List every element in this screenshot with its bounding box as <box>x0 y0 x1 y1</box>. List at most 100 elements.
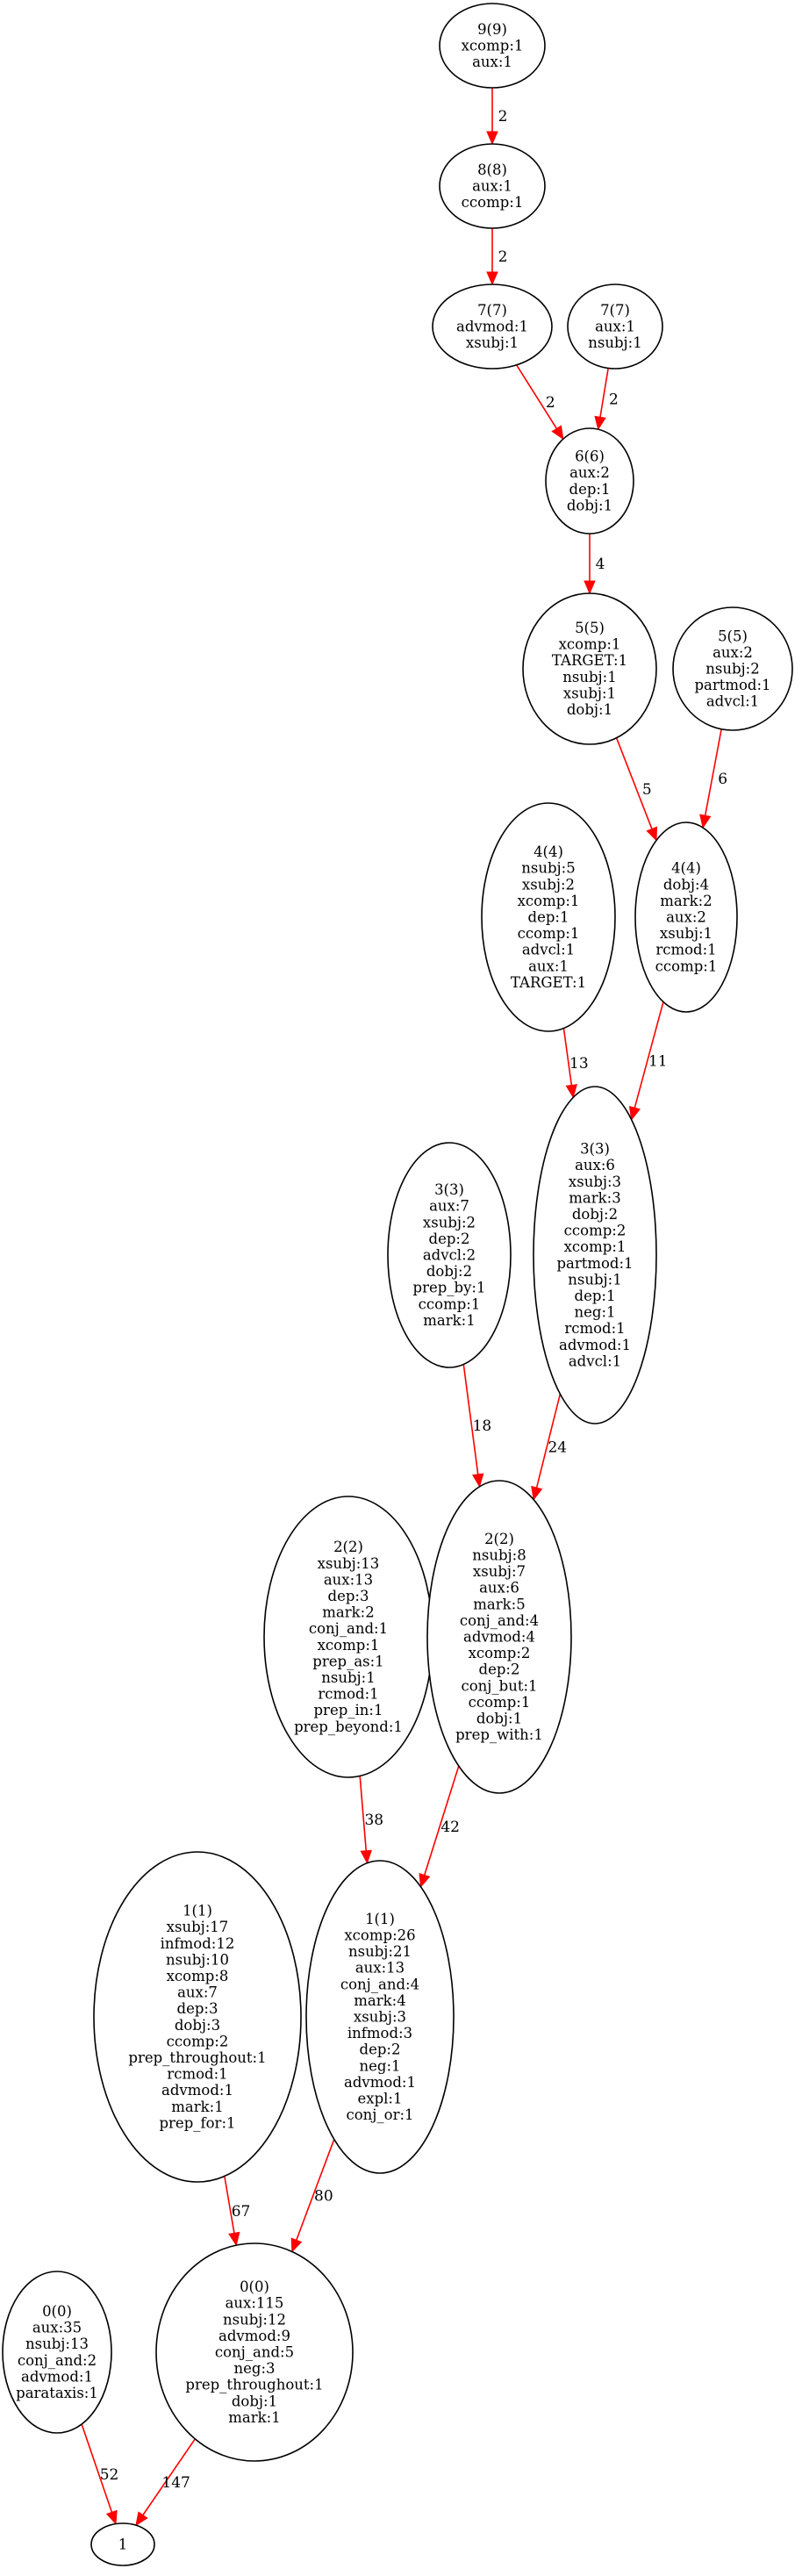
node-line: xcomp:26 <box>344 1927 415 1944</box>
edge-arrowhead <box>486 131 498 146</box>
edge-line <box>81 2423 113 2513</box>
edge-arrowhead <box>565 1084 577 1099</box>
edge-line <box>634 1001 664 1109</box>
node-ellipse <box>439 3 546 89</box>
node-line: mark:3 <box>569 1189 620 1206</box>
node-line: conj_and:4 <box>340 1976 419 1992</box>
node-line: conj_and:4 <box>460 1612 539 1629</box>
edge-arrowhead <box>486 271 498 286</box>
graph-edge: 11 <box>628 1001 668 1121</box>
node-line: xsubj:2 <box>423 1214 476 1231</box>
node-line: aux:2 <box>569 464 610 481</box>
node-line: nsubj:8 <box>472 1547 526 1564</box>
node-title: 1(1) <box>183 1903 212 1919</box>
node-line: infmod:12 <box>161 1935 235 1952</box>
node-title: 9(9) <box>477 21 507 38</box>
node-line: xsubj:17 <box>167 1919 229 1935</box>
graph-node-n4-4b: 4(4)dobj:4mark:2aux:2xsubj:1rcmod:1ccomp… <box>634 822 738 1013</box>
node-title: 5(5) <box>575 620 605 636</box>
node-line: neg:3 <box>233 2360 275 2377</box>
node-ellipse <box>432 283 553 370</box>
node-title: 7(7) <box>477 302 507 319</box>
node-title: 0(0) <box>240 2278 269 2295</box>
edge-arrowhead <box>584 580 596 595</box>
node-line: parataxis:1 <box>16 2385 98 2401</box>
node-line: advcl:1 <box>706 693 759 710</box>
graph-node-n1-1a: 1(1)xsubj:17infmod:12nsubj:10xcomp:8aux:… <box>93 1851 302 2183</box>
node-line: dep:1 <box>528 909 569 926</box>
node-line: dobj:2 <box>426 1263 472 1280</box>
node-line: xsubj:1 <box>660 925 712 942</box>
graph-node-n2-2b: 2(2)nsubj:8xsubj:7aux:6mark:5conj_and:4a… <box>426 1480 572 1794</box>
node-line: neg:1 <box>359 2057 400 2074</box>
node-line: nsubj:1 <box>588 334 641 351</box>
edge-line <box>296 2139 335 2241</box>
graph-node-n3-3b: 3(3)aux:6xsubj:3mark:3dobj:2ccomp:2xcomp… <box>533 1086 657 1424</box>
node-line: nsubj:10 <box>166 1951 229 1968</box>
graph-edge: 4 <box>584 534 605 595</box>
node-line: aux:1 <box>595 319 635 335</box>
node-line: dep:3 <box>328 1588 369 1604</box>
node-ellipse <box>93 1851 302 2183</box>
node-line: rcmod:1 <box>167 2066 227 2083</box>
graph-edge: 5 <box>615 737 658 842</box>
node-line: dobj:1 <box>567 497 612 513</box>
node-line: nsubj:1 <box>321 1669 375 1686</box>
node-line: xcomp:2 <box>469 1645 531 1661</box>
node-ellipse <box>481 802 616 1032</box>
node-ellipse <box>387 1142 512 1368</box>
edge-arrowhead <box>646 826 658 842</box>
node-line: advcl:1 <box>522 942 575 958</box>
node-line: dobj:1 <box>476 1711 522 1727</box>
node-line: nsubj:12 <box>223 2311 286 2328</box>
node-title: 5(5) <box>718 628 748 644</box>
node-ellipse <box>305 1860 455 2174</box>
node-line: xsubj:1 <box>563 685 616 701</box>
graph-edge: 6 <box>699 728 727 829</box>
edge-label: 5 <box>642 781 652 799</box>
node-line: mark:1 <box>171 2099 223 2115</box>
node-title: 1 <box>118 2537 128 2553</box>
node-line: aux:2 <box>666 909 706 926</box>
edge-line <box>224 2176 235 2234</box>
node-line: aux:7 <box>429 1198 469 1215</box>
edge-label: 80 <box>314 2187 333 2205</box>
node-title: 3(3) <box>434 1181 464 1198</box>
node-line: advmod:1 <box>559 1337 631 1353</box>
node-ellipse <box>439 143 546 229</box>
edge-arrowhead <box>135 2511 148 2527</box>
graph-node-n0-0b: 0(0)aux:115nsubj:12advmod:9conj_and:5neg… <box>155 2242 354 2462</box>
graph-edge: 2 <box>515 364 564 441</box>
node-line: dobj:1 <box>232 2393 277 2409</box>
node-line: xcomp:1 <box>462 38 524 54</box>
node-line: prep_by:1 <box>413 1280 486 1296</box>
node-title: 7(7) <box>600 302 630 319</box>
node-line: ccomp:2 <box>564 1223 627 1239</box>
edge-label: 2 <box>609 391 619 408</box>
node-title: 2(2) <box>484 1531 514 1547</box>
node-line: aux:6 <box>479 1580 519 1597</box>
node-line: xsubj:2 <box>522 876 575 893</box>
node-line: aux:35 <box>32 2320 82 2336</box>
node-line: conj_and:1 <box>309 1620 388 1637</box>
node-line: mark:2 <box>660 893 712 909</box>
graph-node-n3-3a: 3(3)aux:7xsubj:2dep:2advcl:2dobj:2prep_b… <box>387 1142 512 1368</box>
node-line: prep_as:1 <box>312 1653 383 1669</box>
graph-edge: 67 <box>224 2176 250 2247</box>
node-line: expl:1 <box>358 2091 403 2107</box>
edge-arrowhead <box>105 2509 118 2525</box>
node-line: advcl:1 <box>569 1353 621 1369</box>
node-line: aux:115 <box>226 2295 284 2312</box>
node-line: mark:5 <box>473 1596 525 1612</box>
node-line: xsubj:7 <box>473 1563 526 1580</box>
edge-line <box>462 1364 479 1475</box>
node-line: infmod:3 <box>347 2025 412 2041</box>
edge-arrowhead <box>228 2231 240 2247</box>
node-title: 8(8) <box>477 161 507 178</box>
node-line: advmod:1 <box>161 2082 233 2099</box>
nodes-layer: 9(9)xcomp:1aux:18(8)aux:1ccomp:17(7)advm… <box>2 3 793 2566</box>
